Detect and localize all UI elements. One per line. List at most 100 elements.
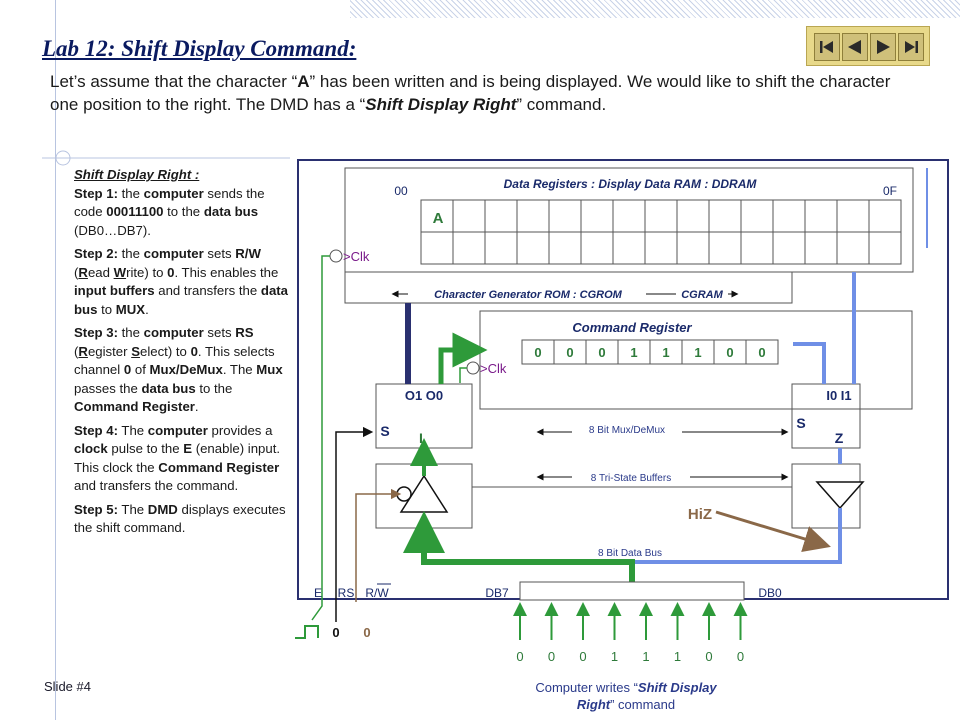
ddram-cell (452, 199, 486, 233)
rs-value: 0 (332, 625, 339, 640)
slide-title: Lab 12: Shift Display Command: (42, 36, 357, 61)
demux-output: Z (835, 430, 844, 446)
address-start: 00 (394, 184, 408, 198)
ddram-cell (836, 199, 870, 233)
cgrom-label: Character Generator ROM : CGROM (434, 289, 622, 301)
skip-last-icon (905, 41, 918, 53)
bus-label-bg (560, 547, 700, 559)
command-bit-value: 0 (726, 345, 733, 360)
step-3: Step 3: the computer sets RS (Register S… (74, 325, 283, 414)
ddram-cell (868, 199, 902, 233)
bus-pin-value: 1 (611, 649, 618, 664)
sidebar-title: Shift Display Right : (74, 167, 200, 182)
mux-select: S (380, 423, 389, 439)
clk2-bubble (466, 361, 480, 375)
rw-wire (355, 488, 402, 602)
command-bit-value: 1 (630, 345, 637, 360)
intro-command: Shift Display Right (365, 95, 517, 114)
cgram-label: CGRAM (681, 289, 723, 301)
db0-label: DB0 (758, 586, 782, 600)
command-bit-cell (617, 339, 651, 365)
ddram-character: A (433, 210, 444, 227)
clk2-wire (459, 367, 467, 383)
ddram-cell (516, 231, 550, 265)
ddram-cell (708, 199, 742, 233)
command-bit-value: 0 (758, 345, 765, 360)
demux-inputs: I0 I1 (826, 388, 851, 403)
ddram-cell (804, 199, 838, 233)
cgram-label-bg (676, 287, 728, 301)
ddram-cell (580, 231, 614, 265)
mux-outputs: O1 O0 (405, 388, 443, 403)
navigation-bar (806, 26, 930, 66)
tristate-label: 8 Tri-State Buffers (591, 473, 671, 484)
bus-pin-value: 0 (516, 649, 523, 664)
last-slide-button[interactable] (898, 33, 924, 61)
command-bit-cell (745, 339, 779, 365)
data-bus-path (403, 511, 635, 582)
pin-rs: RS (338, 586, 355, 600)
next-slide-button[interactable] (870, 33, 896, 61)
hiz-label: HiZ (688, 506, 712, 523)
top-decoration (350, 0, 960, 18)
bus-pin-value: 1 (642, 649, 649, 664)
ddram-cell (420, 199, 454, 233)
step-2: Step 2: the computer sets R/W (Read Writ… (74, 246, 289, 317)
ddram-cell (740, 199, 774, 233)
previous-slide-button[interactable] (842, 33, 868, 61)
output-buffer-triangle (815, 481, 865, 510)
ddram-grid (420, 199, 902, 265)
ddram-cell (580, 199, 614, 233)
command-bit-value: 1 (694, 345, 701, 360)
command-bit-value: 0 (598, 345, 605, 360)
rw-value: 0 (363, 625, 370, 640)
clk1-wire (321, 255, 330, 448)
ddram-cell (484, 231, 518, 265)
db7-label: DB7 (485, 586, 509, 600)
ddram-cell (868, 231, 902, 265)
command-bit-value: 0 (566, 345, 573, 360)
ddram-cell (484, 199, 518, 233)
left-rule (55, 0, 56, 720)
cmd-demux-bus (793, 342, 826, 384)
bus-pin-value: 0 (737, 649, 744, 664)
ddram-cell (708, 231, 742, 265)
command-bit-value: 0 (534, 345, 541, 360)
command-bit-cell (713, 339, 747, 365)
buffer-bus-return (632, 508, 842, 564)
slide-number: Slide #4 (44, 679, 91, 694)
pin-rw: R/W (365, 586, 389, 600)
play-icon (877, 40, 890, 54)
ddram-cell (548, 231, 582, 265)
mux-input: I (419, 430, 423, 446)
ddram-cell (548, 199, 582, 233)
mux-cmd-path (438, 332, 488, 384)
demux-select: S (796, 415, 805, 431)
hiz-pointer (715, 510, 831, 552)
pin-e: E (314, 586, 322, 600)
mux-label-bg (572, 424, 682, 437)
intro-character: A (297, 72, 310, 91)
db-connector (519, 581, 745, 601)
mux-label: 8 Bit Mux/DeMux (589, 425, 665, 436)
step-1: Step 1: the computer sends the code 0001… (74, 185, 265, 238)
bus-pin-value: 0 (579, 649, 586, 664)
ddram-cell (804, 231, 838, 265)
intro-paragraph: Let’s assume that the character “A” has … (50, 72, 891, 114)
ddram-cell (644, 199, 678, 233)
clk1-bubble (329, 249, 343, 263)
step-4: Step 4: The computer provides a clock pu… (74, 422, 281, 494)
ddram-cell (644, 231, 678, 265)
footer-caption: Computer writes “Shift Display Right” co… (535, 680, 717, 712)
bus-pin-value: 0 (548, 649, 555, 664)
first-slide-button[interactable] (814, 33, 840, 61)
cgrom-box (344, 272, 793, 304)
ddram-cell (836, 231, 870, 265)
ddram-cell (452, 231, 486, 265)
ddram-cell (740, 231, 774, 265)
ddram-cell (676, 231, 710, 265)
cgrom-label-bg (408, 287, 646, 301)
command-register-title: Command Register (572, 320, 692, 335)
